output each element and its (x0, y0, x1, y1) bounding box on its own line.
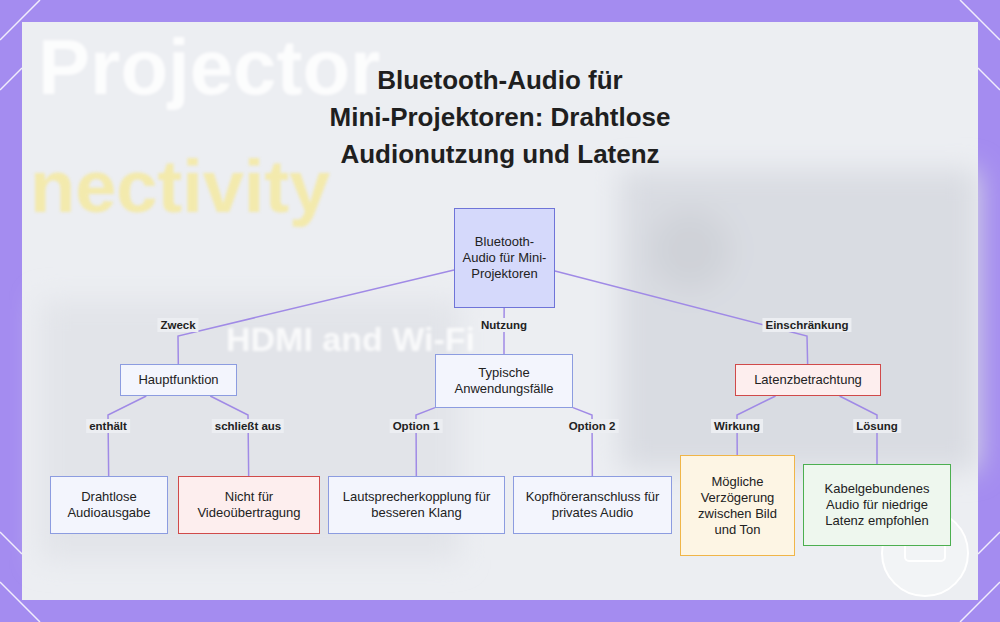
panel (22, 22, 978, 600)
node-text: Lautsprecherkopplung für besseren Klang (335, 489, 498, 521)
diagram-title: Bluetooth-Audio für Mini-Projektoren: Dr… (275, 62, 725, 173)
corner-line (0, 532, 22, 554)
photo-shade (650, 210, 730, 290)
concept-box: Bluetooth-Audio für Mini-Projektoren (454, 208, 555, 308)
watermark-text: Projector (38, 28, 380, 106)
watermark-text: HDMI and Wi-Fi (226, 322, 475, 356)
connector-line (573, 408, 592, 476)
edge-label: Zweck (157, 318, 198, 332)
corner-line (978, 68, 1000, 90)
connector-line (178, 270, 454, 364)
photo-shade (620, 170, 978, 470)
edge-label: Option 2 (566, 419, 619, 433)
blurred-photo (40, 170, 978, 560)
concept-box: Mögliche Verzögerung zwischen Bild und T… (680, 455, 795, 556)
concept-box: Hauptfunktion (120, 364, 237, 396)
concept-box: Kopfhöreranschluss für privates Audio (513, 476, 672, 534)
concept-box: Typische Anwendungsfälle (435, 354, 573, 408)
edge-label: Lösung (853, 419, 901, 433)
connector-line (108, 396, 146, 476)
edge-label: Option 1 (390, 419, 443, 433)
corner-line (0, 68, 22, 90)
concept-box: Nicht für Videoübertragung (178, 476, 320, 534)
connector-line (416, 408, 435, 476)
node-text: Kabelgebundenes Audio für niedrige Laten… (810, 481, 944, 529)
concept-box: Lautsprecherkopplung für besseren Klang (328, 476, 505, 534)
edge-label: Einschränkung (762, 318, 851, 332)
edge-label: Nutzung (478, 318, 530, 332)
node-text: Kopfhöreranschluss für privates Audio (520, 489, 665, 521)
node-text: Drahtlose Audioausgabe (57, 489, 161, 521)
node-text: Hauptfunktion (138, 372, 218, 388)
node-text: Nicht für Videoübertragung (185, 489, 313, 521)
edge-label: enthält (86, 419, 130, 433)
node-text: Typische Anwendungsfälle (442, 365, 566, 397)
concept-box: Kabelgebundenes Audio für niedrige Laten… (803, 464, 951, 546)
watermark-text: nectivity (30, 150, 330, 224)
concept-box: Drahtlose Audioausgabe (50, 476, 168, 534)
node-text: Mögliche Verzögerung zwischen Bild und T… (687, 474, 788, 538)
node-text: Latenzbetrachtung (754, 372, 862, 388)
corner-line (978, 532, 1000, 554)
edge-label: Wirkung (711, 419, 763, 433)
concept-box: Latenzbetrachtung (735, 364, 881, 396)
edge-label: schließt aus (212, 419, 284, 433)
node-text: Bluetooth-Audio für Mini-Projektoren (461, 234, 548, 282)
connector-line (210, 396, 248, 476)
